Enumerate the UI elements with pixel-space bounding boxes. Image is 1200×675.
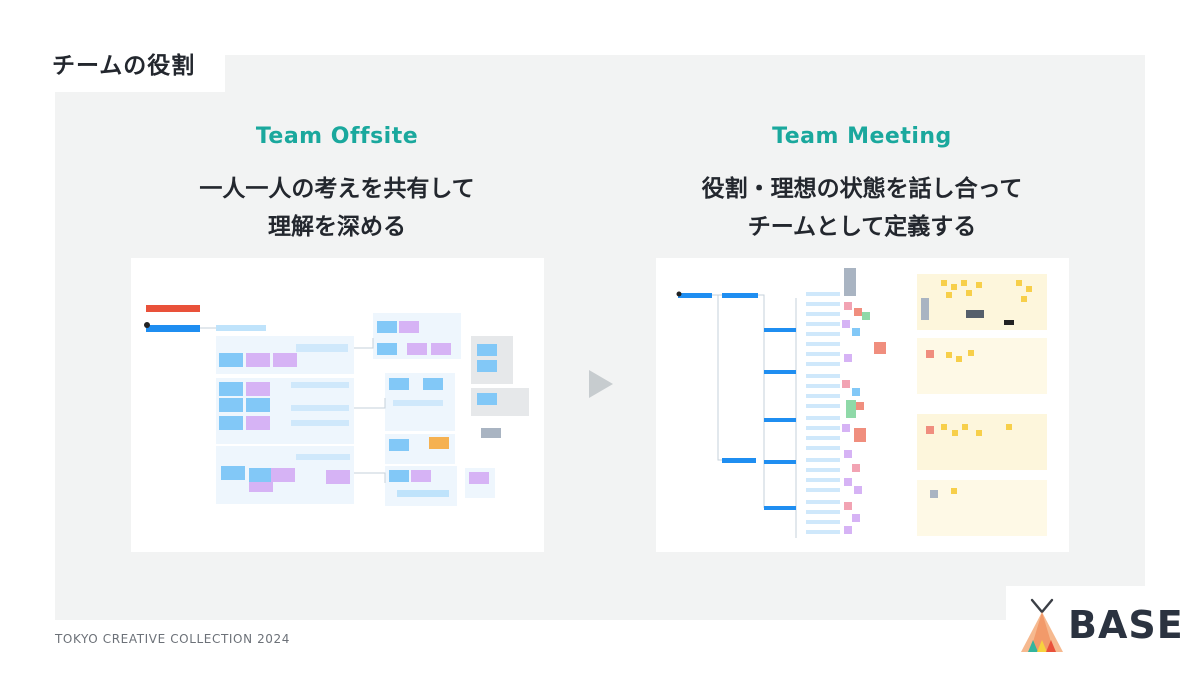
meeting-heading: Team Meeting — [772, 124, 952, 149]
slide-title: チームの役割 — [52, 53, 196, 79]
slide-title-tab: チームの役割 — [0, 34, 225, 92]
tent-icon — [1021, 598, 1063, 652]
offsite-heading: Team Offsite — [255, 124, 419, 149]
offsite-description: 一人一人の考えを共有して 理解を深める — [131, 170, 543, 246]
progress-arrow-icon — [589, 370, 613, 398]
meeting-description: 役割・理想の状態を話し合って チームとして定義する — [656, 170, 1068, 246]
meeting-description-line-1: 役割・理想の状態を話し合って — [701, 176, 1023, 202]
logo-wordmark: BASE — [1068, 603, 1184, 647]
meeting-description-line-2: チームとして定義する — [747, 214, 977, 240]
offsite-description-line-1: 一人一人の考えを共有して — [199, 176, 475, 202]
offsite-board-screenshot — [131, 258, 544, 552]
meeting-board-screenshot — [656, 258, 1069, 552]
offsite-description-line-2: 理解を深める — [268, 214, 406, 240]
footer-text: TOKYO CREATIVE COLLECTION 2024 — [55, 632, 291, 646]
base-logo: BASE — [1006, 586, 1200, 675]
